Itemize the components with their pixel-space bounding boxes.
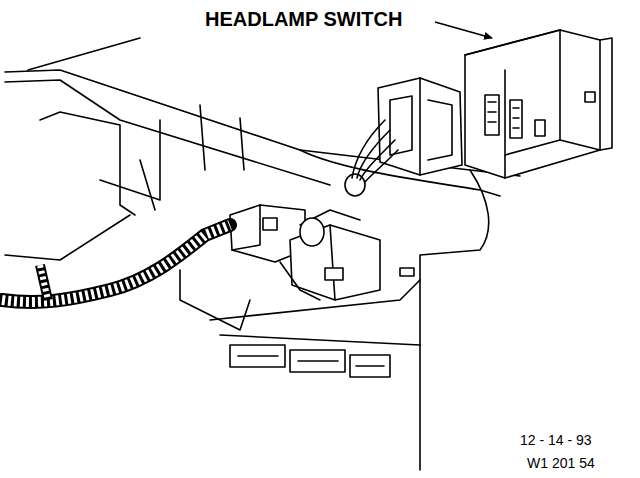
date-code: 12 - 14 - 93 bbox=[520, 432, 592, 448]
figure-number: W1 201 54 bbox=[527, 455, 595, 471]
part-name: HEADLAMP SWITCH bbox=[205, 8, 402, 31]
